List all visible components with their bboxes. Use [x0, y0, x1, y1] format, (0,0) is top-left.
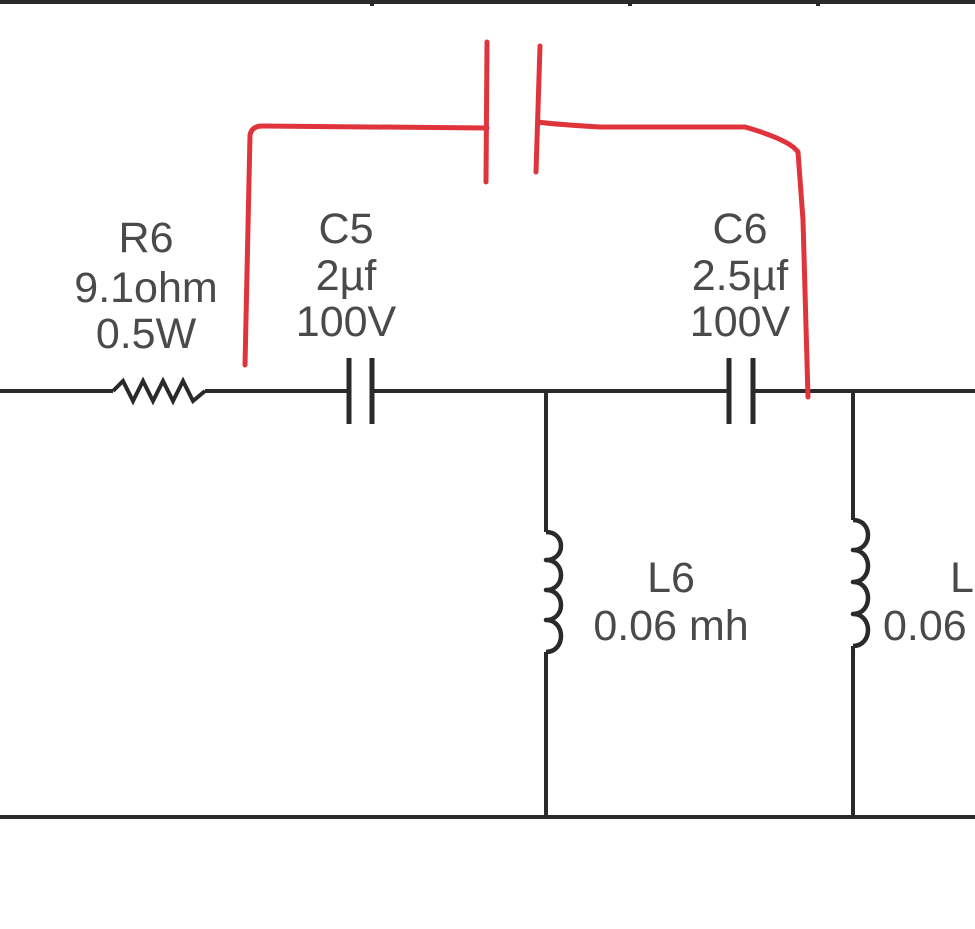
- l7-value: 0.06: [883, 602, 967, 650]
- l6-value: 0.06 mh: [593, 602, 748, 650]
- l6-name: L6: [647, 554, 695, 602]
- label-c6: C6 2.5µf 100V: [690, 205, 791, 346]
- label-l6: L6 0.06 mh: [593, 554, 748, 650]
- c5-name: C5: [319, 205, 374, 253]
- red-bypass-capacitor: [242, 39, 811, 400]
- r6-value: 9.1ohm: [74, 264, 217, 312]
- c6-name: C6: [713, 205, 768, 253]
- r6-name: R6: [119, 214, 174, 262]
- c5-rating: 100V: [296, 298, 397, 346]
- c6-rating: 100V: [690, 298, 791, 346]
- label-c5: C5 2µf 100V: [296, 205, 397, 346]
- l7-name: L: [950, 554, 974, 602]
- capacitor-c5: [346, 358, 375, 424]
- top-rail: [0, 0, 975, 6]
- c5-value: 2µf: [316, 252, 378, 300]
- label-l7-partial: L 0.06: [883, 554, 974, 650]
- r6-rating: 0.5W: [96, 310, 197, 358]
- resistor-r6: [111, 376, 207, 406]
- inductor-l7: [850, 391, 871, 817]
- label-r6: R6 9.1ohm 0.5W: [74, 214, 217, 358]
- c6-value: 2.5µf: [692, 252, 790, 300]
- capacitor-c6: [726, 358, 756, 424]
- inductor-l6: [543, 391, 564, 817]
